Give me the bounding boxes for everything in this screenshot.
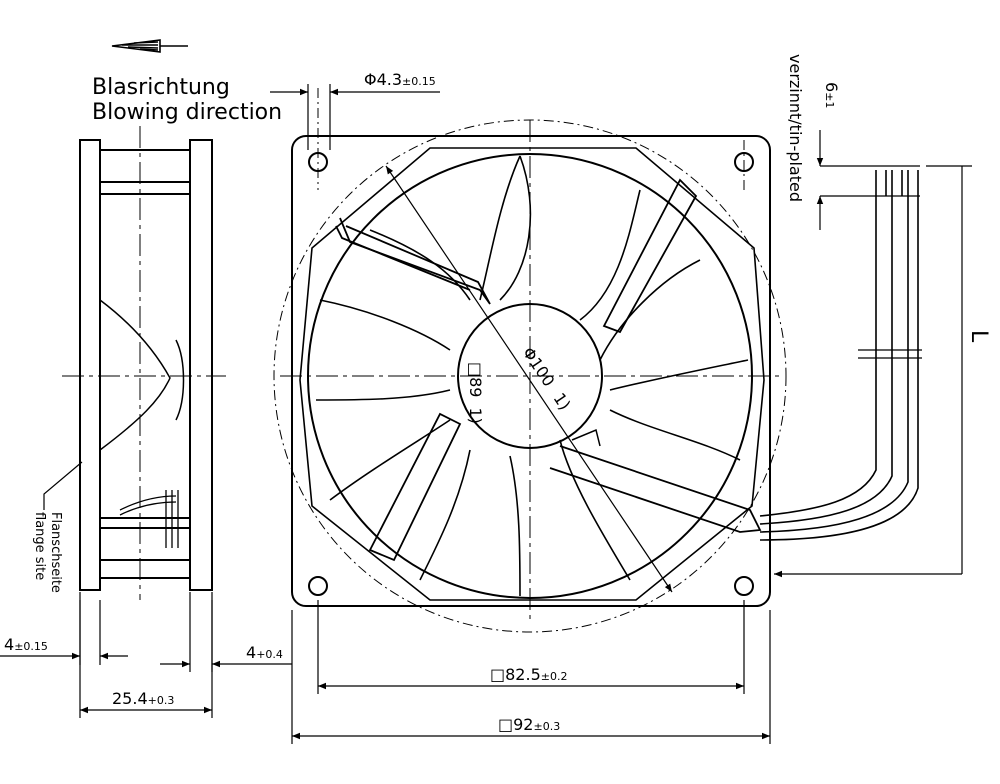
mounting-hole-icon <box>734 576 754 596</box>
dim-depth <box>79 600 213 718</box>
dim-pitch <box>317 600 745 694</box>
mounting-hole-icon <box>308 576 328 596</box>
diameter-100-circle <box>273 119 787 633</box>
mounting-hole-icon <box>734 152 754 172</box>
dim-length <box>774 165 972 578</box>
dim-depth-value: 25.4+0.3 <box>112 689 174 708</box>
tin-plated-label: verzinnt/tin-plated <box>786 54 805 202</box>
blowing-direction-label-de: Blasrichtung <box>92 75 230 100</box>
dim-left-flange-value: 4±0.15 <box>4 635 48 654</box>
blowing-direction-arrow-icon <box>111 39 188 53</box>
svg-text:flange site: flange site <box>32 512 47 580</box>
dim-diameter-value: Φ1001) <box>519 344 575 414</box>
dim-diameter-line <box>385 165 673 593</box>
side-view <box>79 139 213 591</box>
dim-right-flange-value: 4+0.4 <box>246 643 283 662</box>
dim-outer <box>291 610 771 744</box>
dim-hole-value: Φ4.3±0.15 <box>364 70 436 89</box>
dim-length-value: L <box>966 330 991 343</box>
dim-pitch-value: □82.5±0.2 <box>490 665 567 684</box>
dim-outer-value: □92±0.3 <box>498 715 560 734</box>
blowing-direction-label-en: Blowing direction <box>92 100 282 125</box>
svg-text:Flanschseite: Flanschseite <box>48 512 63 593</box>
dim-hole <box>270 84 440 150</box>
lead-wires <box>759 165 922 541</box>
dim-square-89-value: □891) <box>466 362 485 424</box>
dim-left-flange <box>0 592 128 665</box>
flange-side-leader <box>43 461 83 510</box>
dim-strip-value: 6±1 <box>822 82 841 108</box>
flange-side-label: Flanschseite flange site <box>32 512 63 593</box>
